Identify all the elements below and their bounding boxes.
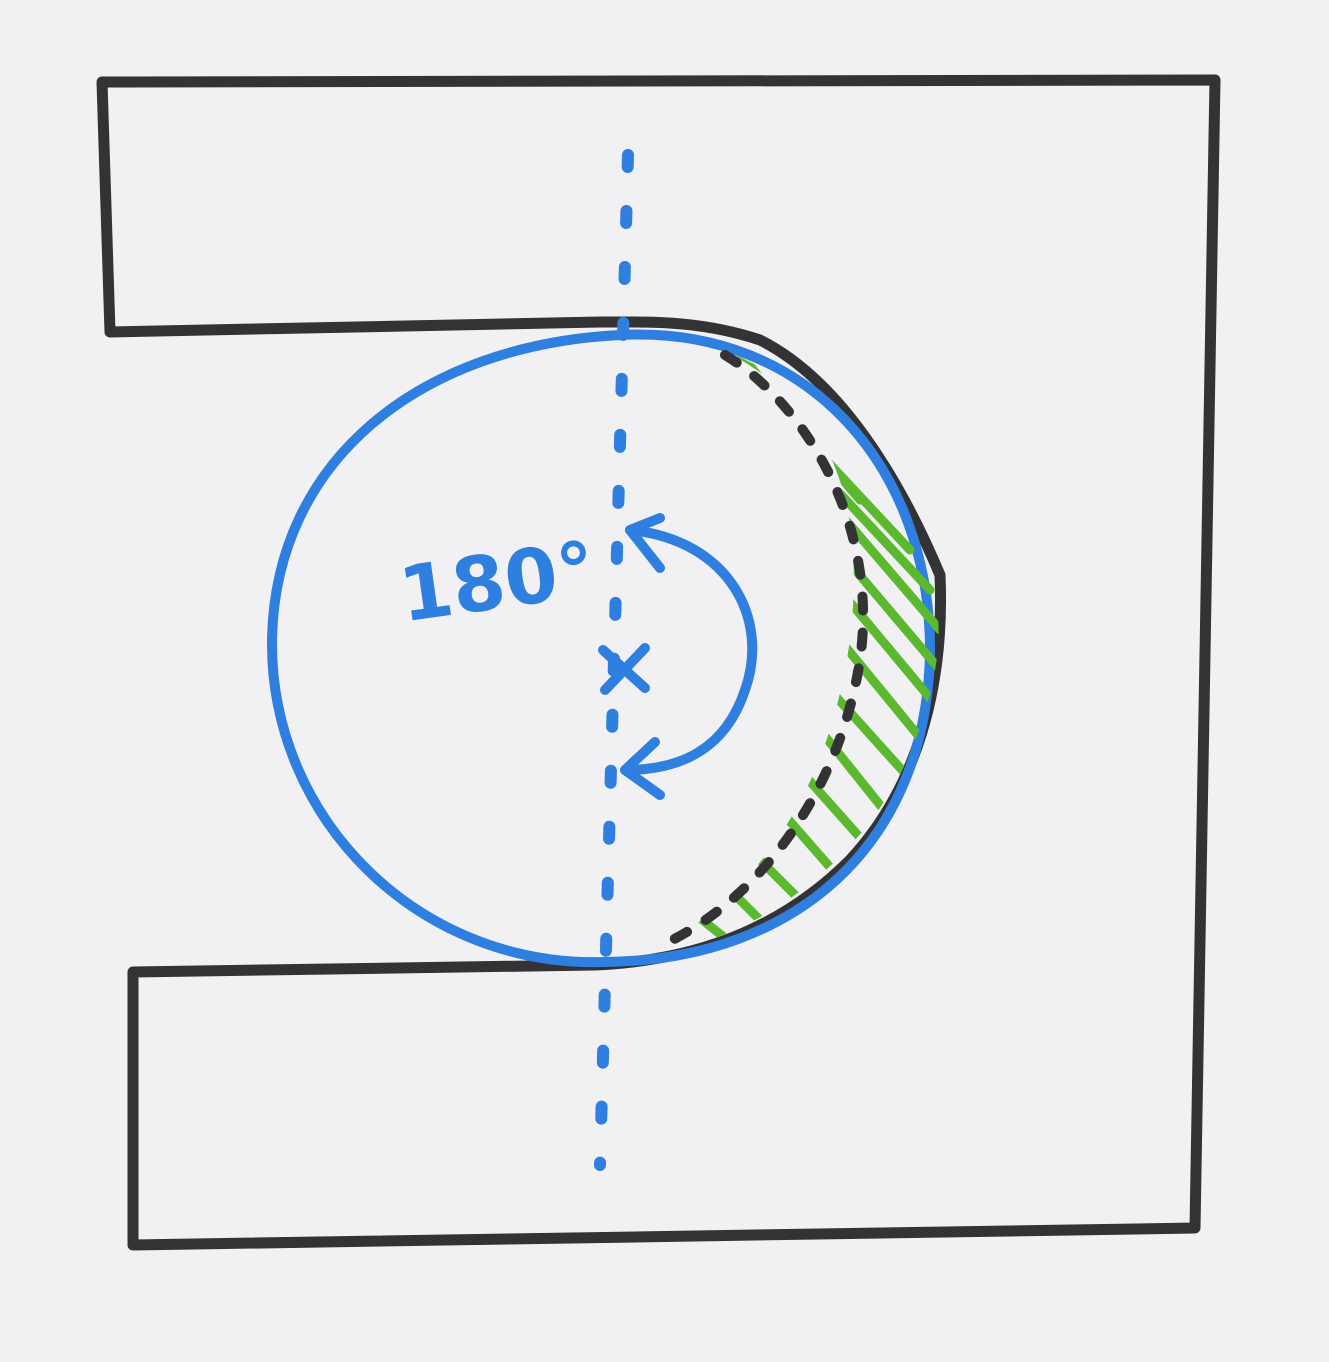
center-mark [598, 643, 650, 695]
rotated-circle-dashed [657, 350, 869, 950]
rotating-circle [266, 329, 935, 968]
rotation-arrow [620, 513, 758, 800]
angle-label: 180° [394, 524, 601, 640]
green-hatch-area [685, 345, 939, 948]
